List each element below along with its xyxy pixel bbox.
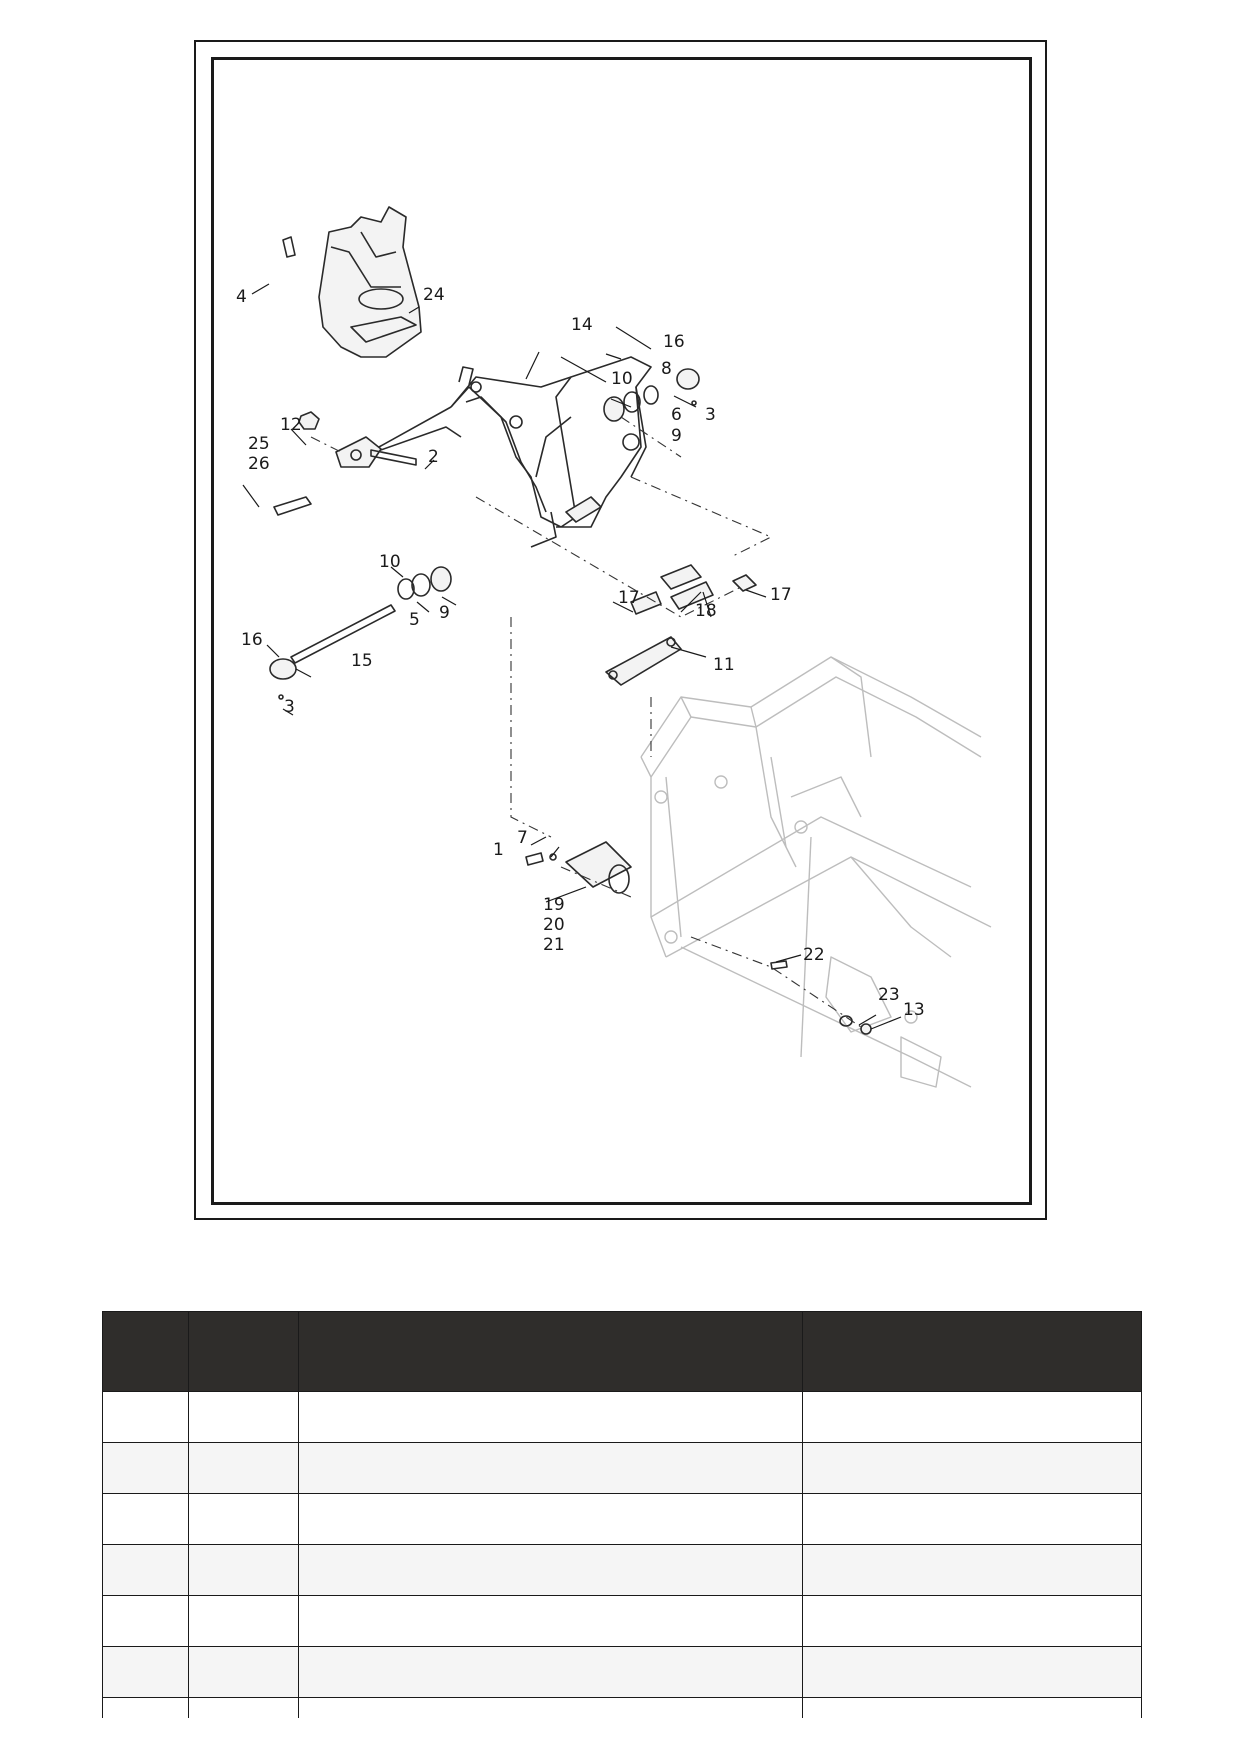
callout-23: 23 <box>878 985 900 1005</box>
callout-21: 21 <box>543 935 565 955</box>
column-header-3 <box>298 1311 803 1392</box>
table-cell <box>802 1391 1142 1443</box>
table-cell <box>188 1442 299 1494</box>
assembly-dash-lines <box>310 416 862 1028</box>
callout-11: 11 <box>713 655 735 675</box>
callout-6: 6 <box>671 405 682 425</box>
callout-25: 25 <box>248 434 270 454</box>
table-cell <box>802 1646 1142 1698</box>
callout-1: 1 <box>493 840 504 860</box>
callout-12: 12 <box>280 415 302 435</box>
table-cell <box>298 1697 803 1718</box>
table-cell <box>102 1391 189 1443</box>
callout-10: 10 <box>611 369 633 389</box>
table-cell <box>102 1646 189 1698</box>
oil-tank-part-24 <box>318 206 422 358</box>
table-header-row <box>102 1311 1142 1392</box>
table-cell <box>298 1595 803 1647</box>
callout-leaders <box>242 283 902 1030</box>
callout-16: 16 <box>241 630 263 650</box>
table-cell <box>102 1442 189 1494</box>
table-cell <box>102 1544 189 1596</box>
exploded-parts-diagram: 4 24 14 16 8 10 6 3 9 12 25 26 2 10 9 5 … <box>236 206 992 1088</box>
table-row <box>102 1544 1142 1596</box>
table-cell <box>802 1493 1142 1545</box>
callout-17: 17 <box>770 585 792 605</box>
table-cell <box>102 1697 189 1718</box>
callout-22: 22 <box>803 945 825 965</box>
table-cell <box>802 1697 1142 1718</box>
callout-3: 3 <box>705 405 716 425</box>
table-row <box>102 1697 1142 1718</box>
callout-10: 10 <box>379 552 401 572</box>
table-cell <box>298 1544 803 1596</box>
table-cell <box>188 1493 299 1545</box>
table-cell <box>298 1391 803 1443</box>
callout-13: 13 <box>903 1000 925 1020</box>
table-cell <box>802 1544 1142 1596</box>
table-cell <box>102 1493 189 1545</box>
callout-9: 9 <box>671 426 682 446</box>
table-cell <box>298 1442 803 1494</box>
callout-19: 19 <box>543 895 565 915</box>
callout-2: 2 <box>428 447 439 467</box>
callout-15: 15 <box>351 651 373 671</box>
diagram-outer-border <box>194 40 1047 1220</box>
callout-5: 5 <box>409 610 420 630</box>
table-cell <box>188 1697 299 1718</box>
column-header-1 <box>102 1311 189 1392</box>
callout-24: 24 <box>423 285 445 305</box>
table-row <box>102 1595 1142 1647</box>
table-row <box>102 1493 1142 1545</box>
parts-table <box>102 1311 1142 1718</box>
callout-26: 26 <box>248 454 270 474</box>
table-cell <box>102 1595 189 1647</box>
column-header-4 <box>802 1311 1142 1392</box>
table-cell <box>188 1595 299 1647</box>
motorcycle-frame-background <box>640 656 992 1088</box>
callout-14: 14 <box>571 315 593 335</box>
table-row <box>102 1442 1142 1494</box>
table-cell <box>802 1442 1142 1494</box>
callout-7: 7 <box>517 828 528 848</box>
callout-9: 9 <box>439 603 450 623</box>
callout-4: 4 <box>236 287 247 307</box>
callout-numbers: 4 24 14 16 8 10 6 3 9 12 25 26 2 10 9 5 … <box>236 285 925 1020</box>
table-cell <box>188 1391 299 1443</box>
column-header-2 <box>188 1311 299 1392</box>
table-cell <box>188 1544 299 1596</box>
table-cell <box>188 1646 299 1698</box>
callout-8: 8 <box>661 359 672 379</box>
callout-18: 18 <box>695 601 717 621</box>
callout-3: 3 <box>284 697 295 717</box>
table-cell <box>802 1595 1142 1647</box>
table-row <box>102 1646 1142 1698</box>
table-row <box>102 1391 1142 1443</box>
diagram-inner-border <box>211 57 1032 1205</box>
callout-20: 20 <box>543 915 565 935</box>
table-cell <box>298 1493 803 1545</box>
callout-16: 16 <box>663 332 685 352</box>
callout-17: 17 <box>618 588 640 608</box>
table-cell <box>298 1646 803 1698</box>
frame-section-part-14 <box>335 356 652 548</box>
